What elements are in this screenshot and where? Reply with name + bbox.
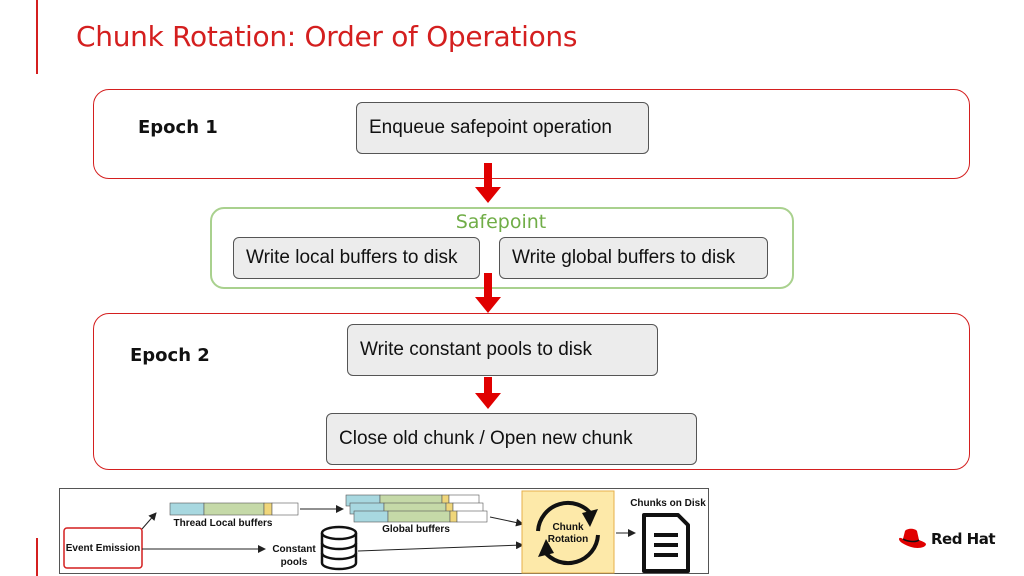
chunks-on-disk-label: Chunks on Disk — [630, 498, 706, 509]
epoch-2-label: Epoch 2 — [130, 345, 210, 366]
accent-line-bottom — [36, 538, 38, 576]
event-emission-label: Event Emission — [66, 543, 140, 554]
red-hat-logo: Red Hat — [897, 527, 996, 551]
constant-pools-label-1: Constant — [272, 544, 316, 555]
arrow-down-2 — [475, 273, 501, 313]
arrow-global-to-rotation — [489, 516, 524, 527]
chunk-rotation-label-2: Rotation — [548, 534, 589, 545]
arrow-to-thread-local — [141, 512, 157, 530]
rotation-arrows-icon — [536, 500, 600, 566]
slide-title: Chunk Rotation: Order of Operations — [76, 20, 578, 53]
document-icon — [642, 513, 690, 573]
close-open-chunk-box: Close old chunk / Open new chunk — [326, 413, 697, 465]
write-constant-pools-box: Write constant pools to disk — [347, 324, 658, 376]
red-hat-logo-text: Red Hat — [931, 530, 996, 548]
accent-line-top — [36, 0, 38, 74]
global-buffers-stack — [345, 494, 488, 523]
red-hat-fedora-icon — [899, 528, 926, 548]
global-buffers-label: Global buffers — [382, 524, 450, 535]
thread-local-buffers-label: Thread Local buffers — [174, 518, 273, 529]
arrow-down-1 — [475, 163, 501, 203]
database-icon — [320, 525, 358, 571]
thread-local-buffers-bar — [169, 502, 299, 516]
write-local-buffers-box: Write local buffers to disk — [233, 237, 480, 279]
enqueue-safepoint-box: Enqueue safepoint operation — [356, 102, 649, 154]
arrow-pools-to-rotation — [357, 541, 524, 552]
chunk-rotation-label-1: Chunk — [552, 522, 584, 533]
epoch-1-label: Epoch 1 — [138, 117, 218, 138]
pipeline-diagram: Event Emission Thread Local buffers — [59, 488, 709, 574]
event-emission-box — [63, 527, 143, 569]
constant-pools-label-2: pools — [281, 557, 308, 568]
arrow-down-3 — [475, 377, 501, 409]
safepoint-label: Safepoint — [455, 211, 547, 233]
write-global-buffers-box: Write global buffers to disk — [499, 237, 768, 279]
